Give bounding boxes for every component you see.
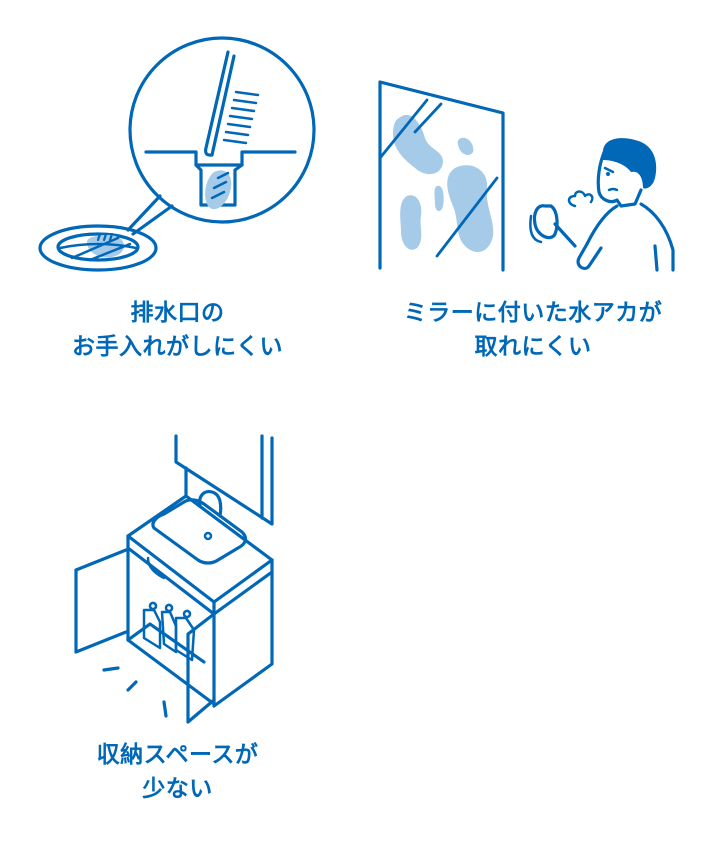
caption-drain: 排水口の お手入れがしにくい [0,296,355,364]
caption-storage: 収納スペースが 少ない [0,738,355,806]
mirror-water-stain-icon [378,80,675,272]
caption-storage-line2: 少ない [142,776,213,802]
caption-mirror-line1: ミラーに付いた水アカが [403,300,663,326]
issue-card-drain: 排水口の お手入れがしにくい [0,0,355,400]
issue-card-mirror: ミラーに付いた水アカが 取れにくい [355,0,711,400]
vanity-storage-icon [74,434,274,724]
caption-drain-line2: お手入れがしにくい [71,334,284,360]
caption-storage-line1: 収納スペースが [96,742,259,768]
caption-mirror-line2: 取れにくい [474,334,592,360]
caption-drain-line1: 排水口の [130,300,225,326]
issue-card-storage: 収納スペースが 少ない [0,400,355,841]
drain-brush-icon [38,36,316,272]
caption-mirror: ミラーに付いた水アカが 取れにくい [355,296,711,364]
